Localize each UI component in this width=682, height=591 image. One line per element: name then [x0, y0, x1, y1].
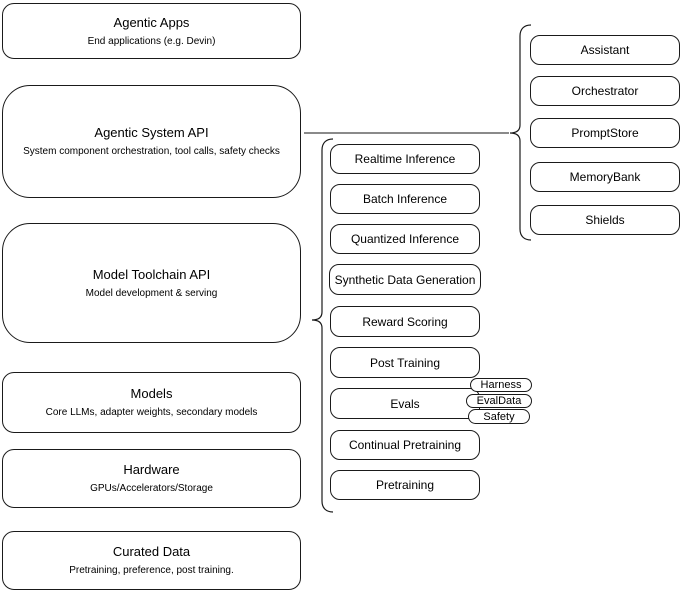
component-shields: Shields [530, 205, 680, 235]
tag-safety: Safety [468, 409, 530, 424]
service-label: Reward Scoring [362, 314, 448, 329]
tag-harness: Harness [470, 378, 532, 392]
node-curated-data: Curated Data Pretraining, preference, po… [2, 531, 301, 590]
component-label: Shields [585, 213, 625, 227]
node-subtitle: System component orchestration, tool cal… [23, 146, 280, 157]
service-label: Pretraining [375, 478, 435, 492]
node-subtitle: End applications (e.g. Devin) [87, 35, 216, 47]
node-title: Agentic System API [94, 125, 209, 140]
node-title: Hardware [123, 462, 180, 477]
component-memorybank: MemoryBank [530, 162, 680, 192]
component-label: Assistant [580, 43, 630, 57]
component-label: Orchestrator [571, 84, 639, 98]
toolchain-services-bracket [311, 138, 334, 513]
service-continual-pretraining: Continual Pretraining [330, 430, 480, 460]
node-agentic-system-api: Agentic System API System component orch… [2, 85, 301, 198]
component-promptstore: PromptStore [530, 118, 680, 148]
component-assistant: Assistant [530, 35, 680, 65]
node-title: Model Toolchain API [92, 266, 211, 282]
service-synthetic-data-generation: Synthetic Data Generation [329, 264, 481, 295]
service-label: Quantized Inference [350, 232, 460, 246]
node-subtitle: Pretraining, preference, post training. [69, 565, 234, 576]
node-hardware: Hardware GPUs/Accelerators/Storage [2, 449, 301, 508]
tag-label: EvalData [476, 395, 522, 407]
node-title: Models [130, 386, 173, 401]
tag-label: Safety [483, 410, 515, 423]
service-label: Synthetic Data Generation [334, 272, 476, 287]
service-label: Post Training [369, 355, 441, 370]
node-subtitle: Core LLMs, adapter weights, secondary mo… [45, 407, 258, 418]
system-components-bracket [509, 24, 532, 241]
component-label: MemoryBank [569, 170, 641, 184]
node-title: Curated Data [112, 544, 191, 559]
node-agentic-apps: Agentic Apps End applications (e.g. Devi… [2, 3, 301, 59]
service-batch-inference: Batch Inference [330, 184, 480, 214]
service-evals: Evals [330, 388, 480, 419]
node-subtitle: GPUs/Accelerators/Storage [90, 483, 213, 494]
component-label: PromptStore [571, 126, 639, 140]
service-reward-scoring: Reward Scoring [330, 306, 480, 337]
component-orchestrator: Orchestrator [530, 76, 680, 106]
service-post-training: Post Training [330, 347, 480, 378]
service-quantized-inference: Quantized Inference [330, 224, 480, 254]
tag-label: Harness [480, 379, 522, 391]
service-label: Realtime Inference [354, 152, 456, 166]
tag-evaldata: EvalData [466, 394, 532, 408]
node-models: Models Core LLMs, adapter weights, secon… [2, 372, 301, 433]
service-label: Batch Inference [362, 192, 448, 206]
service-label: Continual Pretraining [348, 438, 462, 452]
service-realtime-inference: Realtime Inference [330, 144, 480, 174]
node-model-toolchain-api: Model Toolchain API Model development & … [2, 223, 301, 343]
service-label: Evals [390, 396, 420, 411]
service-pretraining: Pretraining [330, 470, 480, 500]
node-subtitle: Model development & serving [85, 287, 218, 299]
node-title: Agentic Apps [113, 14, 190, 30]
